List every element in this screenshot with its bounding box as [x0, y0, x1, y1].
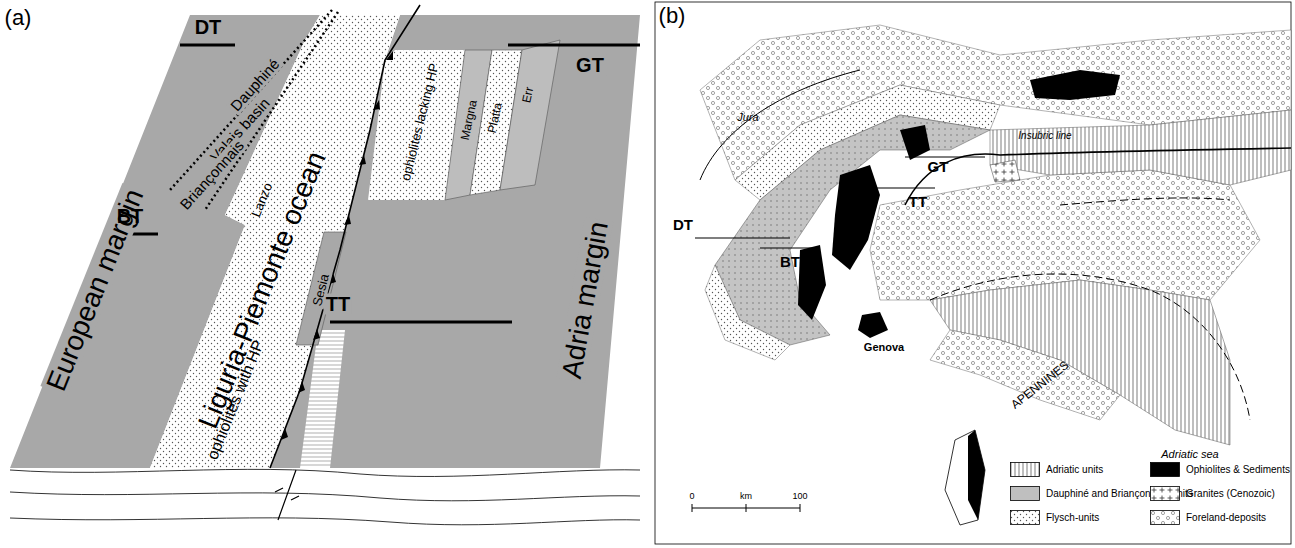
scale-number: 100	[792, 492, 807, 501]
legend-pattern	[1151, 511, 1180, 525]
sea-name: Adriatic sea	[1161, 449, 1218, 461]
ophiolites	[798, 245, 826, 320]
ophiolite-note: ophiolites lacking HP	[399, 62, 441, 182]
section-label: DT	[673, 217, 693, 233]
legend-entry: Ophiolites & Sediments	[1150, 462, 1290, 477]
section-label: TT	[324, 294, 352, 315]
place-name: Jura	[737, 112, 758, 124]
unit-name: Margna	[459, 99, 480, 141]
unit-name: Lanzo	[249, 181, 275, 219]
section-label: DT	[193, 17, 224, 38]
section-label: BT	[117, 206, 144, 227]
profile-line	[10, 518, 640, 525]
legend-swatch	[1010, 462, 1040, 477]
legend-entry: Foreland-deposits	[1150, 510, 1266, 525]
geological-map	[655, 2, 1291, 544]
legend-entry: Granites (Cenozoic)	[1150, 486, 1275, 501]
thrust-teeth	[281, 51, 393, 440]
place-name: Genova	[864, 342, 904, 354]
section-line	[695, 237, 790, 238]
legend-swatch	[1150, 462, 1180, 477]
panel-letter: (a)	[5, 6, 32, 29]
scale-number: 0	[689, 492, 694, 501]
section-label: GT	[574, 55, 606, 76]
fault-name: Insubric line	[1018, 131, 1071, 142]
section-line	[180, 44, 235, 47]
foreland-deposits	[870, 170, 1260, 300]
adriatic-units	[930, 280, 1230, 445]
profile-line	[10, 492, 640, 501]
err-strip	[500, 40, 560, 190]
foreland-deposits	[930, 330, 1120, 420]
corsica-outline	[945, 430, 985, 525]
legend-text: Adriatic units	[1046, 464, 1103, 475]
section-label: GT	[928, 159, 949, 175]
section-line	[905, 156, 985, 157]
legend-color	[1151, 463, 1180, 477]
legend-pattern	[1011, 463, 1040, 477]
legend-color	[1011, 487, 1040, 501]
legend-text: Foreland-deposits	[1186, 512, 1266, 523]
section-line	[760, 247, 812, 248]
region-name: APENNINES	[1009, 359, 1071, 412]
ophiolites	[832, 165, 880, 270]
palinspastic-sketch	[10, 5, 640, 525]
legend-entry: Adriatic units	[1010, 462, 1103, 477]
section-label: BT	[780, 254, 800, 270]
transform-fault	[275, 470, 299, 520]
section-line	[330, 321, 512, 324]
section-line	[868, 187, 935, 188]
legend-swatch	[1150, 486, 1180, 501]
profile-line	[10, 469, 640, 476]
legend-swatch	[1150, 510, 1180, 525]
jura-front	[700, 70, 860, 180]
ocean-area	[150, 15, 400, 468]
panel-letter: (b)	[659, 4, 686, 27]
insubric-line	[905, 148, 1291, 205]
scale-bar	[692, 504, 800, 512]
corsica-ophiolites	[968, 430, 985, 520]
legend-text: Ophiolites & Sediments	[1186, 464, 1290, 475]
unit-name: Platta	[486, 102, 505, 135]
apennine-thrust	[930, 274, 1250, 420]
legend-text: Granites (Cenozoic)	[1186, 488, 1275, 499]
granites	[990, 160, 1020, 182]
margin-name: Adria margin	[556, 217, 613, 382]
section-line	[508, 44, 640, 47]
ophiolites	[858, 312, 888, 338]
ophiolites	[900, 125, 930, 160]
adriatic-units	[990, 110, 1291, 185]
legend-pattern	[1011, 511, 1040, 525]
map-frame	[655, 2, 1291, 544]
unit-name: Err	[520, 86, 536, 104]
legend-text: Flysch-units	[1046, 512, 1099, 523]
legend-swatch	[1010, 486, 1040, 501]
southern-alps-thrust	[1060, 198, 1230, 205]
scale-unit: km	[740, 492, 752, 501]
flysch-units	[705, 265, 790, 360]
legend-swatch	[1010, 510, 1040, 525]
legend-pattern	[1151, 487, 1180, 501]
section-label: TT	[909, 194, 927, 210]
legend-entry: Flysch-units	[1010, 510, 1099, 525]
ophiolites	[1030, 70, 1120, 100]
sesia-block	[296, 232, 346, 345]
